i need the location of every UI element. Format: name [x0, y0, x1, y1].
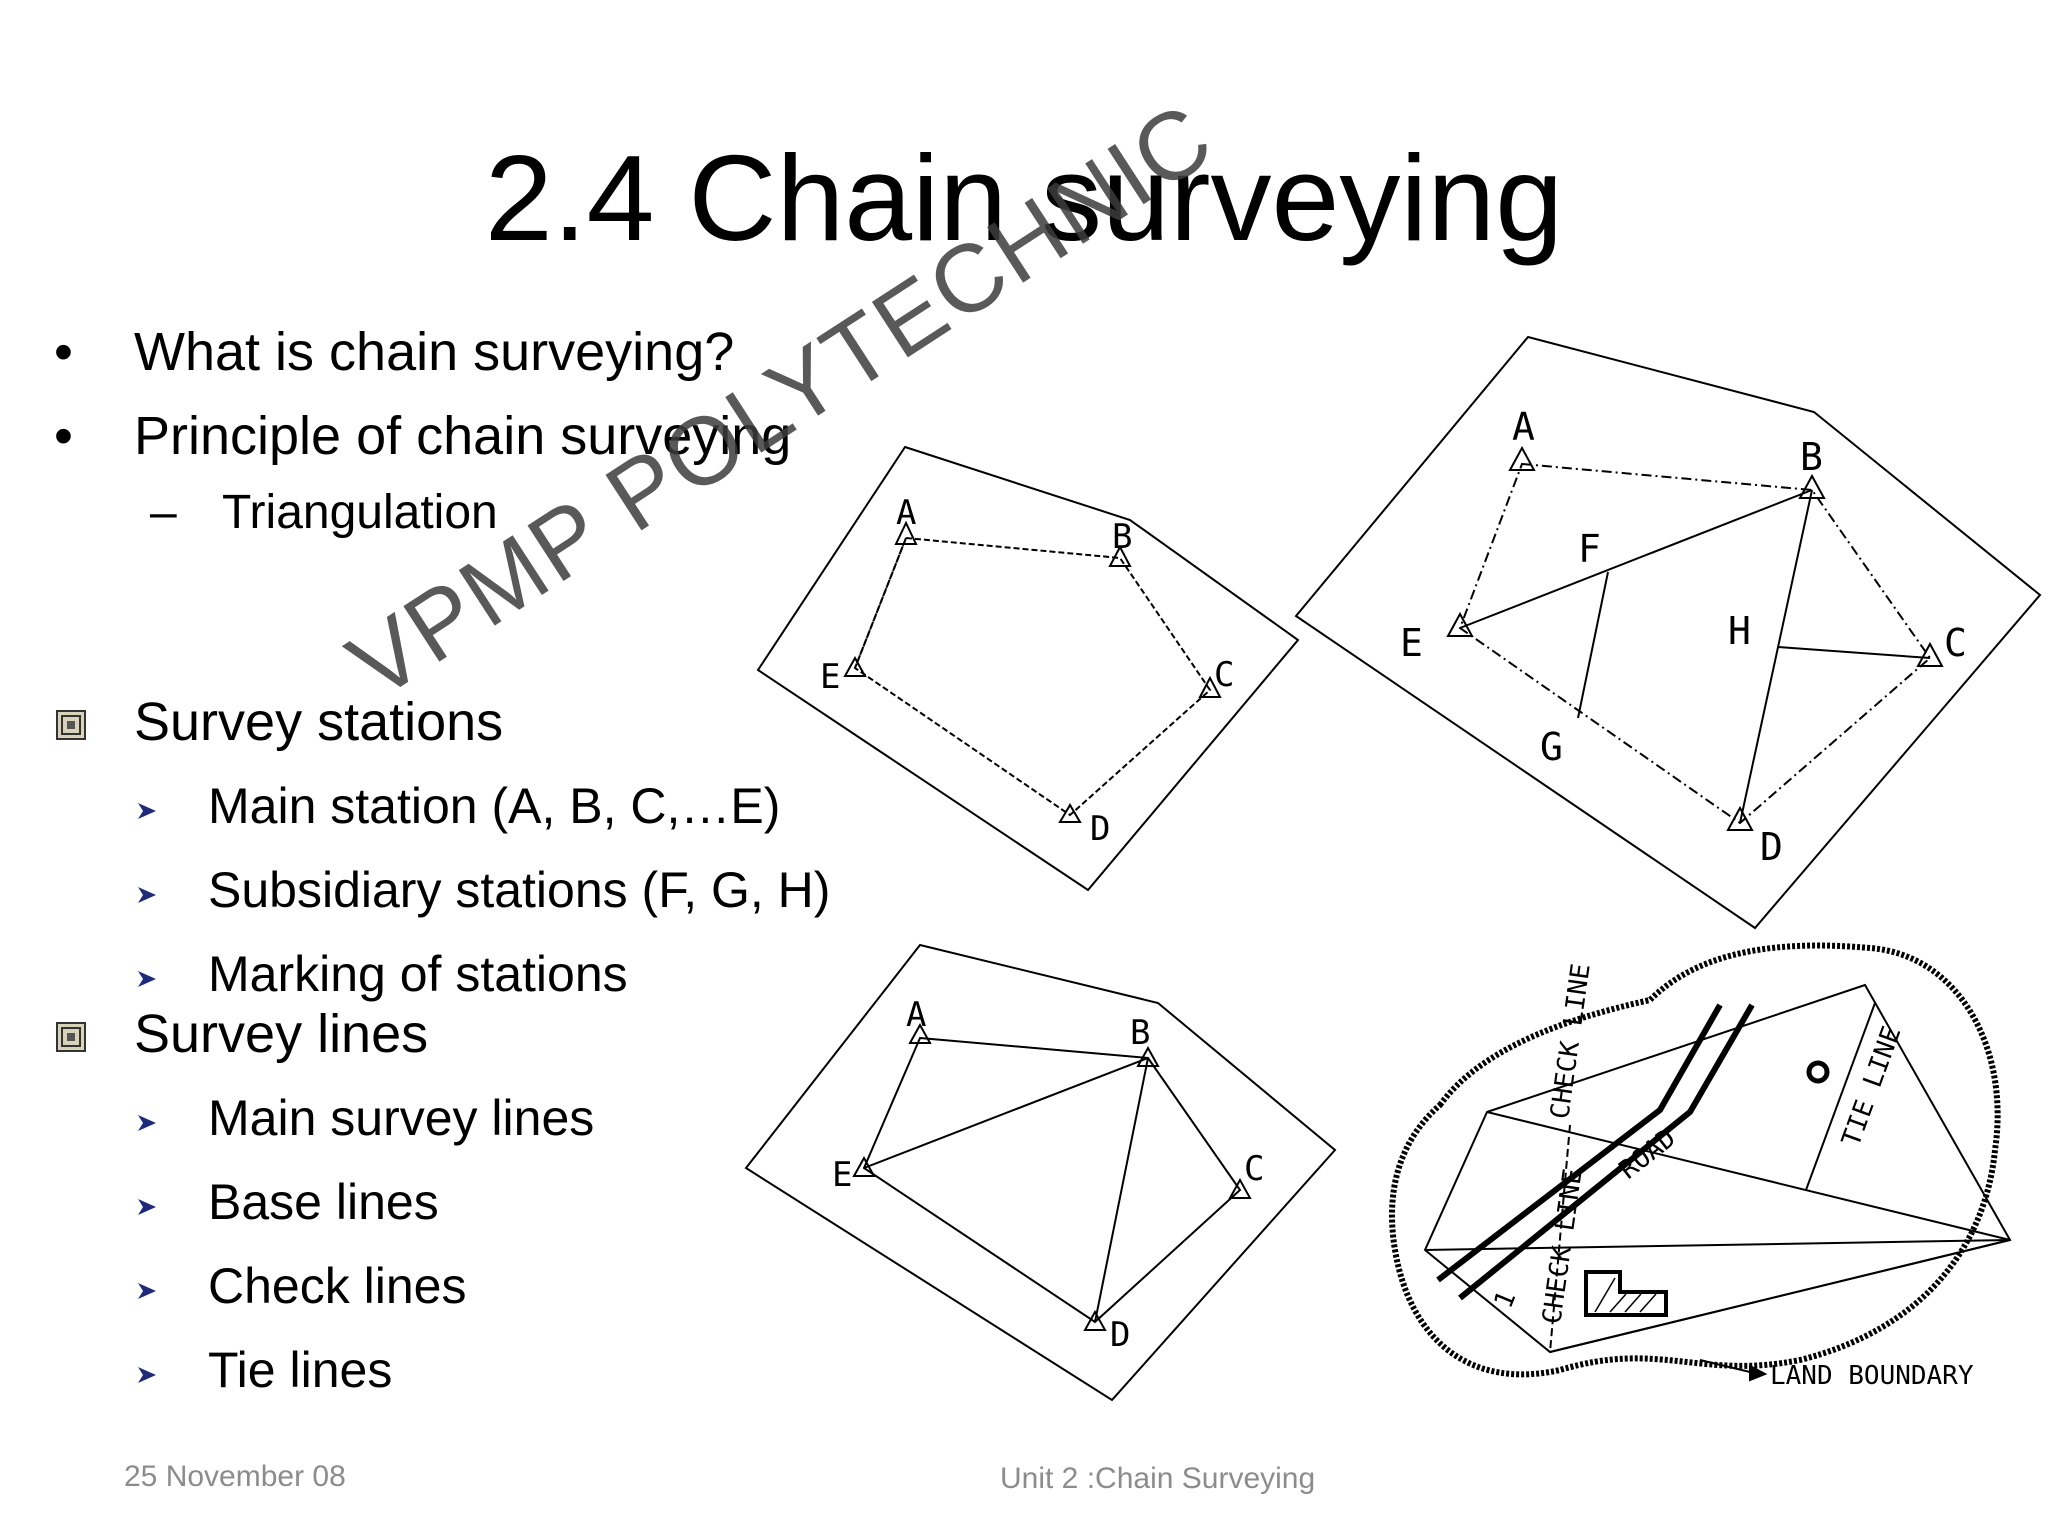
list-item: Main survey lines: [208, 1090, 595, 1146]
road-label: ROAD: [1614, 1123, 1682, 1185]
section-heading: Survey stations: [134, 690, 503, 754]
station-label: D: [1760, 825, 1783, 869]
check-line-label: CHECK LINE: [1545, 962, 1596, 1121]
line-number-label: 1: [1489, 1287, 1523, 1313]
station-label: F: [1578, 527, 1601, 571]
arrow-bullet-icon: [136, 884, 158, 906]
list-item: Check lines: [208, 1258, 467, 1314]
station-label: E: [820, 657, 840, 697]
land-boundary-label: LAND BOUNDARY: [1770, 1361, 1974, 1391]
list-item: Base lines: [208, 1174, 439, 1230]
section-heading: Survey lines: [134, 1002, 428, 1066]
list-item: Subsidiary stations (F, G, H): [208, 862, 831, 918]
dash-icon: –: [150, 486, 177, 539]
station-label: H: [1728, 609, 1751, 653]
station-label: C: [1944, 621, 1967, 665]
list-item: Tie lines: [208, 1342, 393, 1398]
dot-icon: •: [54, 406, 73, 466]
station-label: C: [1244, 1149, 1264, 1189]
arrow-bullet-icon: [136, 968, 158, 990]
diagram-land-boundary: [1389, 942, 2012, 1382]
diagram-triangulation-2: [1294, 335, 2042, 930]
tie-line-label: TIE LINE: [1836, 1022, 1907, 1150]
dot-icon: •: [54, 322, 73, 382]
station-label: E: [832, 1155, 852, 1195]
station-label: A: [906, 995, 926, 1035]
arrow-bullet-icon: [136, 1112, 158, 1134]
diagram-triangulation-1: [756, 445, 1300, 892]
arrow-bullet-icon: [136, 800, 158, 822]
station-label: A: [896, 493, 916, 533]
slide-title: 2.4 Chain surveying: [484, 130, 1564, 266]
station-label: D: [1090, 809, 1110, 849]
square-bullet-icon: [56, 1022, 86, 1052]
arrow-bullet-icon: [136, 1364, 158, 1386]
sub-bullet-label: Triangulation: [222, 486, 498, 539]
station-label: G: [1540, 725, 1563, 769]
station-label: B: [1130, 1013, 1150, 1053]
bullet-label: Principle of chain surveying: [134, 406, 792, 466]
footer-date: 25 November 08: [124, 1460, 346, 1493]
section-label: Survey lines: [134, 1004, 429, 1064]
arrow-bullet-icon: [136, 1280, 158, 1302]
list-item: Main station (A, B, C,…E): [208, 778, 781, 834]
arrow-bullet-icon: [136, 1196, 158, 1218]
list-item: Marking of stations: [208, 946, 628, 1002]
station-label: B: [1112, 517, 1132, 557]
station-label: D: [1110, 1315, 1130, 1355]
diagram-triangulation-3: [744, 943, 1337, 1402]
station-label: B: [1800, 435, 1823, 479]
footer-center: Unit 2 :Chain Surveying: [1000, 1462, 1316, 1495]
station-label: A: [1512, 405, 1535, 449]
square-bullet-icon: [56, 710, 86, 740]
bullet-label: What is chain surveying?: [134, 322, 735, 382]
section-label: Survey stations: [134, 692, 504, 752]
station-label: C: [1214, 655, 1234, 695]
station-label: E: [1400, 621, 1423, 665]
